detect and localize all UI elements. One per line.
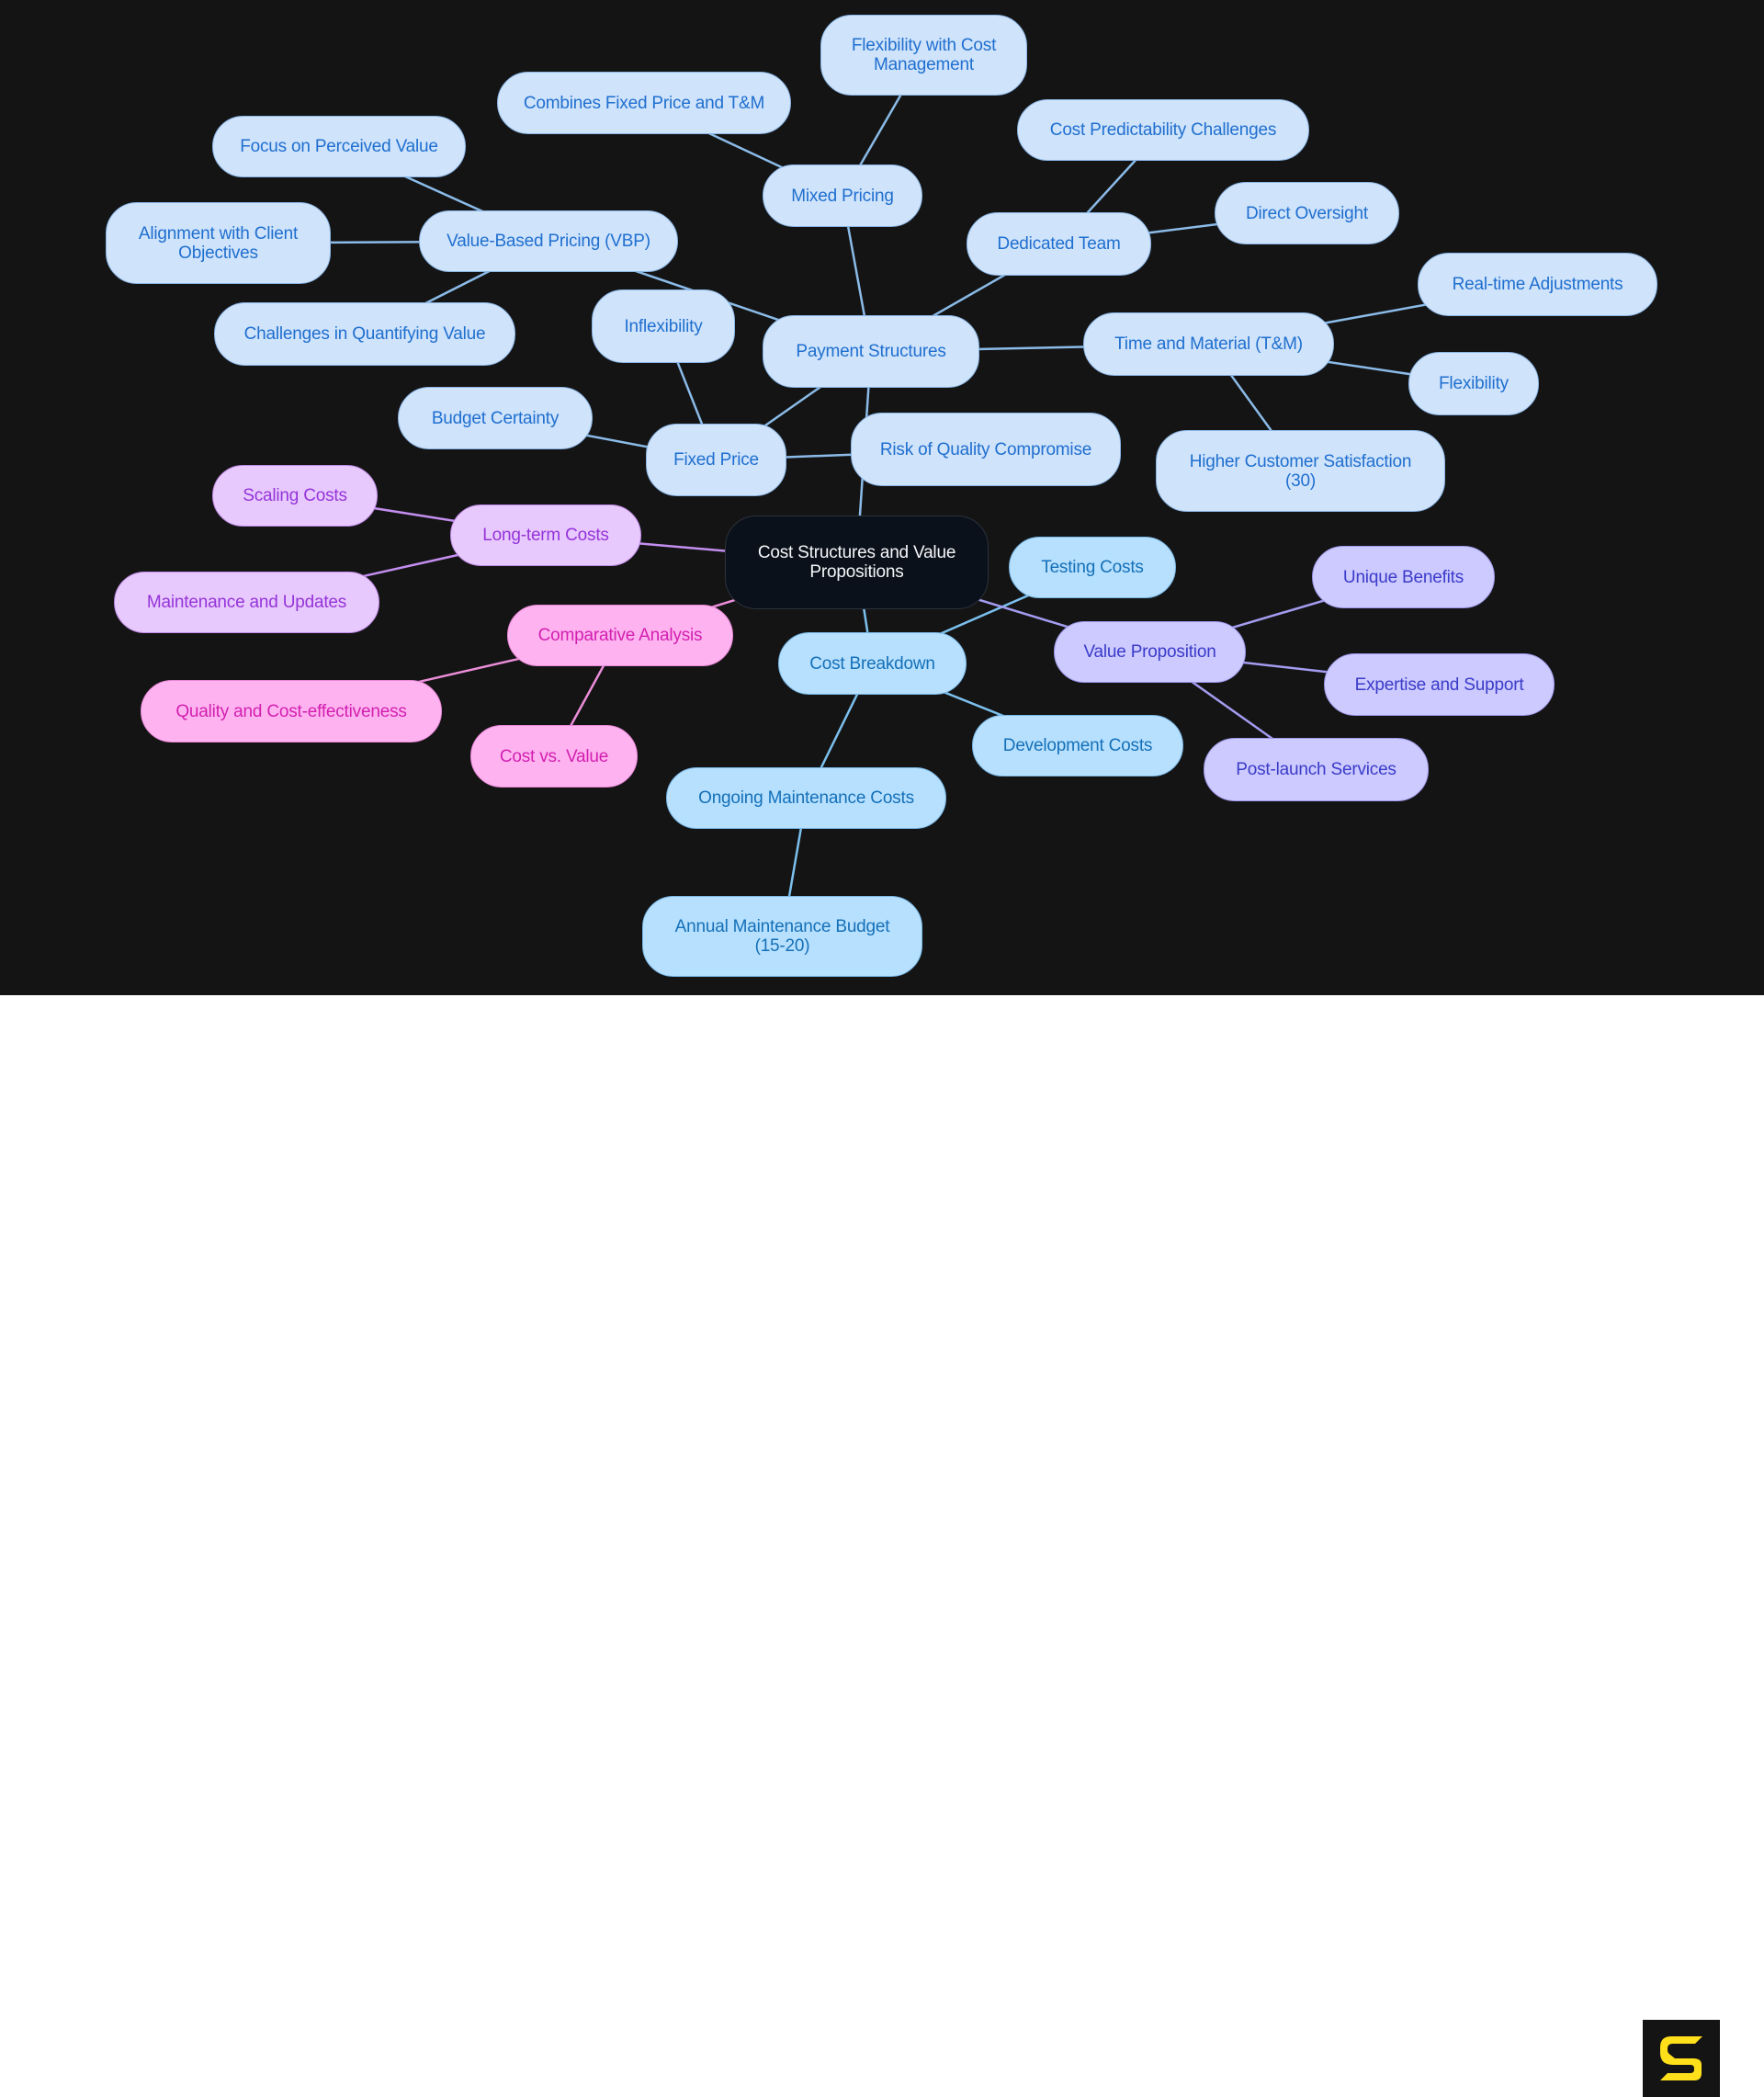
node-label: Cost Breakdown — [809, 653, 935, 674]
node-label: Annual Maintenance Budget (15-20) — [674, 917, 890, 956]
node-label: Maintenance and Updates — [146, 593, 347, 612]
node-fixed[interactable]: Fixed Price — [646, 424, 786, 496]
node-label: Long-term Costs — [482, 526, 609, 545]
node-label: Value-Based Pricing (VBP) — [447, 232, 650, 251]
node-label: Alignment with Client Objectives — [138, 223, 299, 263]
node-ded-oversight[interactable]: Direct Oversight — [1215, 182, 1399, 244]
node-tm-realtime[interactable]: Real-time Adjustments — [1418, 253, 1657, 316]
node-bd-testing[interactable]: Testing Costs — [1009, 537, 1176, 598]
node-fixed-budget[interactable]: Budget Certainty — [398, 387, 593, 449]
node-mixed-flex[interactable]: Flexibility with Cost Management — [820, 15, 1027, 96]
node-breakdown[interactable]: Cost Breakdown — [778, 632, 967, 695]
node-vbp-challenges[interactable]: Challenges in Quantifying Value — [214, 302, 515, 366]
node-ca-quality[interactable]: Quality and Cost-effectiveness — [141, 680, 442, 742]
node-label: Focus on Perceived Value — [240, 137, 438, 156]
node-label: Flexibility — [1439, 374, 1509, 393]
node-root[interactable]: Cost Structures and Value Propositions — [725, 516, 989, 609]
node-vbp[interactable]: Value-Based Pricing (VBP) — [419, 210, 678, 272]
node-bd-annual[interactable]: Annual Maintenance Budget (15-20) — [642, 896, 922, 977]
node-vp-postlaunch[interactable]: Post-launch Services — [1204, 738, 1429, 801]
node-label: Ongoing Maintenance Costs — [698, 788, 914, 808]
node-label: Testing Costs — [1041, 558, 1144, 577]
node-dedicated[interactable]: Dedicated Team — [967, 212, 1151, 276]
node-label: Cost vs. Value — [499, 746, 609, 766]
node-label: Cost Structures and Value Propositions — [757, 543, 956, 582]
s-logo-icon — [1660, 2036, 1702, 2080]
node-label: Budget Certainty — [431, 408, 560, 428]
node-payment[interactable]: Payment Structures — [763, 315, 979, 388]
node-label: Risk of Quality Compromise — [879, 439, 1092, 459]
node-label: Payment Structures — [796, 342, 946, 361]
node-label: Time and Material (T&M) — [1114, 334, 1303, 354]
node-label: Post-launch Services — [1236, 760, 1396, 779]
mind-map-canvas: Cost Structures and Value Propositions Pa… — [0, 0, 1764, 995]
node-tm-satisfaction[interactable]: Higher Customer Satisfaction (30) — [1156, 430, 1445, 512]
node-label: Direct Oversight — [1245, 203, 1368, 223]
node-label: Scaling Costs — [243, 486, 347, 505]
node-fixed-risk[interactable]: Risk of Quality Compromise — [851, 413, 1121, 486]
node-bd-ongoing[interactable]: Ongoing Maintenance Costs — [666, 767, 946, 829]
node-value[interactable]: Value Proposition — [1054, 621, 1246, 683]
footer — [0, 995, 1764, 2097]
node-label: Unique Benefits — [1342, 567, 1464, 587]
node-label: Higher Customer Satisfaction (30) — [1189, 451, 1412, 491]
node-vbp-align[interactable]: Alignment with Client Objectives — [106, 202, 331, 284]
node-tm[interactable]: Time and Material (T&M) — [1083, 312, 1334, 376]
node-label: Comparative Analysis — [537, 626, 703, 645]
node-ded-predict[interactable]: Cost Predictability Challenges — [1017, 99, 1309, 161]
node-label: Development Costs — [1002, 736, 1153, 755]
node-vp-expertise[interactable]: Expertise and Support — [1324, 653, 1555, 716]
node-fixed-inflex[interactable]: Inflexibility — [592, 289, 735, 363]
node-vbp-focus[interactable]: Focus on Perceived Value — [212, 116, 466, 177]
node-label: Inflexibility — [624, 316, 703, 336]
node-label: Fixed Price — [673, 450, 759, 470]
node-label: Real-time Adjustments — [1452, 275, 1623, 294]
node-mixed-combines[interactable]: Combines Fixed Price and T&M — [497, 72, 791, 134]
node-label: Dedicated Team — [997, 234, 1121, 254]
node-vp-unique[interactable]: Unique Benefits — [1312, 546, 1495, 608]
node-ca-costvalue[interactable]: Cost vs. Value — [470, 725, 638, 788]
node-bd-dev[interactable]: Development Costs — [972, 715, 1183, 776]
node-lt-scaling[interactable]: Scaling Costs — [212, 465, 378, 527]
node-label: Cost Predictability Challenges — [1049, 120, 1277, 140]
node-label: Expertise and Support — [1354, 674, 1524, 695]
node-lt-maint[interactable]: Maintenance and Updates — [114, 572, 379, 633]
brand-logo — [1643, 2020, 1720, 2097]
node-label: Quality and Cost-effectiveness — [175, 701, 407, 721]
node-label: Combines Fixed Price and T&M — [523, 93, 765, 113]
node-label: Mixed Pricing — [791, 186, 894, 206]
node-longterm[interactable]: Long-term Costs — [450, 504, 641, 566]
node-label: Flexibility with Cost Management — [851, 36, 997, 74]
node-label: Value Proposition — [1083, 642, 1216, 662]
node-mixed[interactable]: Mixed Pricing — [763, 164, 922, 227]
node-tm-flex[interactable]: Flexibility — [1408, 352, 1539, 415]
node-label: Challenges in Quantifying Value — [243, 324, 486, 344]
node-comparative[interactable]: Comparative Analysis — [507, 605, 733, 666]
